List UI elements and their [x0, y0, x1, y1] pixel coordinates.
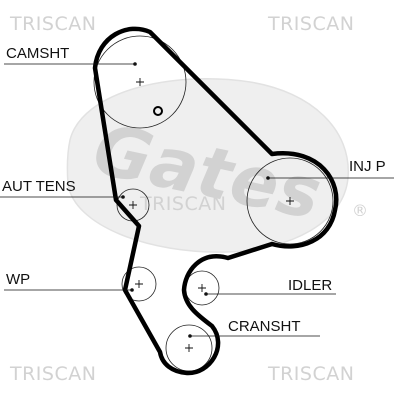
idler-label: IDLER: [288, 277, 332, 294]
watermark-bottom-right: TRISCAN: [267, 363, 354, 385]
camshaft-timing-mark: [153, 106, 163, 116]
crankshaft-leader-dot: [188, 334, 192, 338]
registered-mark: ®: [352, 201, 369, 220]
crankshaft-label: CRANSHT: [228, 318, 301, 335]
auto-tensioner-leader-dot: [121, 195, 125, 199]
injection-pump-outline: [246, 157, 334, 245]
watermark-bottom-left: TRISCAN: [9, 363, 96, 385]
crankshaft-pulley: [165, 324, 213, 372]
gates-logo-shape: [66, 78, 349, 253]
watermark-top-left: TRISCAN: [9, 13, 96, 35]
water-pump-pulley: [121, 266, 157, 302]
camshaft-label: CAMSHT: [6, 45, 69, 62]
camshaft-pulley: [93, 35, 187, 129]
idler-center-mark: [198, 284, 206, 292]
water-pump-leader-dot: [130, 288, 134, 292]
gates-logo-watermark: Gates ®: [66, 78, 369, 253]
water-pump-label: WP: [6, 271, 30, 288]
water-pump-outline: [121, 266, 157, 302]
watermark-top-right: TRISCAN: [267, 13, 354, 35]
camshaft-pulley-outline: [93, 35, 187, 129]
injection-pump-leader-dot: [266, 176, 270, 180]
auto-tensioner-center-mark: [129, 201, 137, 209]
injection-pump-pulley: [246, 157, 334, 245]
idler-pulley: [184, 270, 220, 306]
water-pump-center-mark: [135, 280, 143, 288]
crankshaft-center-mark: [185, 344, 193, 352]
injection-pump-label: INJ P: [349, 158, 386, 175]
camshaft-leader-dot: [133, 62, 137, 66]
injection-pump-center-mark: [286, 197, 294, 205]
camshaft-center-mark: [136, 78, 144, 86]
timing-belt: [92, 26, 339, 376]
auto-tensioner-label: AUT TENS: [2, 178, 76, 195]
idler-leader-dot: [204, 292, 208, 296]
watermark-center: TRISCAN: [139, 193, 226, 215]
